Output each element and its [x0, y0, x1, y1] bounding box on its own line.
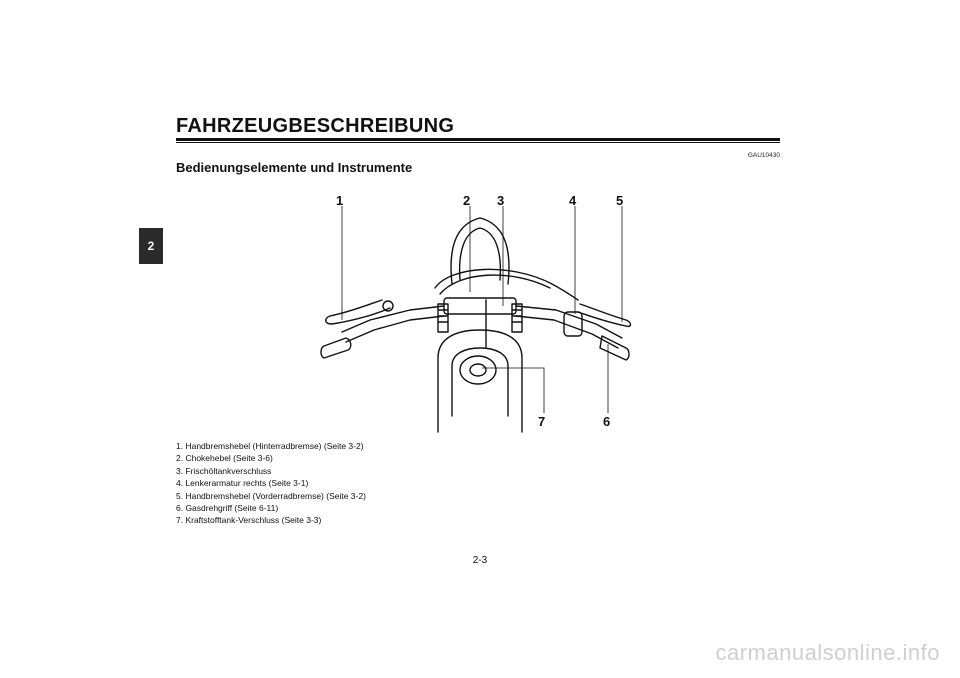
legend-item: 5. Handbremshebel (Vorderradbremse) (Sei…: [176, 490, 366, 501]
section-heading: Bedienungselemente und Instrumente: [176, 160, 413, 175]
callout-6: 6: [603, 414, 610, 429]
legend-item: 7. Kraftstofftank-Verschluss (Seite 3-3): [176, 515, 322, 526]
legend-item: 4. Lenkerarmatur rechts (Seite 3-1): [176, 478, 309, 489]
legend-item: 1. Handbremshebel (Hinterradbremse) (Sei…: [176, 441, 364, 451]
document-code: GAU10430: [747, 152, 780, 159]
parts-legend: 1. Handbremshebel (Hinterradbremse) (Sei…: [176, 440, 366, 527]
legend-item: 3. Frischöltankverschluss: [176, 465, 272, 476]
triple-clamp: [443, 297, 517, 315]
legend-item: 6. Gasdrehgriff (Seite 6-11): [176, 503, 279, 514]
watermark: carmanualsonline.info: [715, 640, 940, 665]
callout-2: 2: [463, 193, 470, 208]
callout-5: 5: [616, 193, 623, 208]
legend-item: 2. Chokehebel (Seite 3-6): [176, 453, 273, 464]
title-rule-thin: [176, 142, 780, 143]
callout-7: 7: [538, 414, 545, 429]
left-fork-cap: [437, 303, 449, 333]
page-number: 2-3: [472, 555, 488, 566]
title-rule: [176, 138, 780, 141]
callout-3: 3: [497, 193, 504, 208]
callout-4: 4: [569, 193, 577, 208]
headlight-cowl: [450, 217, 510, 285]
handlebar-diagram: 1 2 3 4 5 6 7: [310, 188, 650, 433]
fuel-cap: [459, 355, 497, 385]
section-tab: 2: [139, 228, 163, 264]
leader-lines: [341, 206, 623, 413]
right-fork-cap: [511, 303, 523, 333]
fuel-tank: [437, 329, 523, 433]
handlebar-illustration: 1 2 3 4 5 6 7: [320, 193, 632, 433]
chapter-title: FAHRZEUGBESCHREIBUNG: [176, 115, 455, 137]
left-grip: [320, 337, 352, 359]
callout-1: 1: [336, 193, 343, 208]
throttle-grip: [599, 335, 630, 361]
right-switch-housing: [563, 311, 583, 337]
